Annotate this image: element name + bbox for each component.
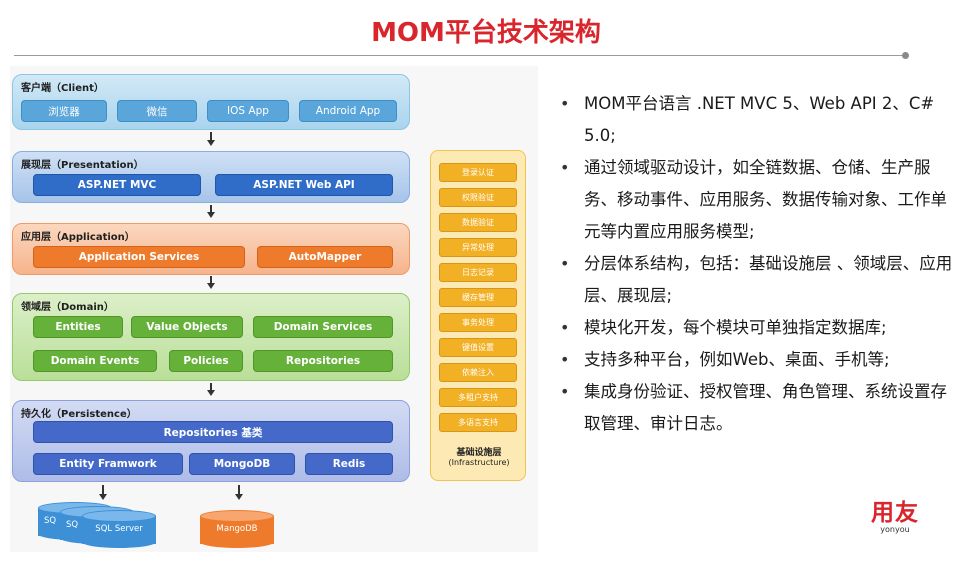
- entity-framework-box: Entity Framwork: [33, 453, 183, 475]
- persistence-layer-title: 持久化（Persistence）: [21, 409, 137, 420]
- arrow-application-to-domain: [207, 276, 215, 289]
- arrow-client-to-presentation: [207, 132, 215, 146]
- infrastructure-layer: 登录认证 权限验证 数据验证 异常处理 日志记录 缓存管理 事务处理 键值设置 …: [430, 150, 526, 481]
- automapper-box: AutoMapper: [257, 246, 393, 268]
- arrow-domain-to-persistence: [207, 383, 215, 396]
- application-layer: 应用层（Application） Application Services Au…: [12, 223, 410, 275]
- entities-box: Entities: [33, 316, 123, 338]
- infra-label-en: (Infrastructure): [448, 458, 510, 467]
- infra-login-auth-box: 登录认证: [439, 163, 517, 182]
- infra-settings-box: 键值设置: [439, 338, 517, 357]
- client-layer-title: 客户端（Client）: [21, 83, 104, 94]
- logo-main-text: 用友: [871, 500, 919, 526]
- infra-transaction-box: 事务处理: [439, 313, 517, 332]
- arrow-to-mangodb: [235, 485, 243, 500]
- architecture-diagram: 客户端（Client） 浏览器 微信 IOS App Android App 展…: [10, 66, 538, 552]
- client-layer: 客户端（Client） 浏览器 微信 IOS App Android App: [12, 74, 410, 130]
- feature-item: 模块化开发，每个模块可单独指定数据库;: [558, 312, 958, 344]
- domain-events-box: Domain Events: [33, 350, 157, 372]
- aspnet-mvc-box: ASP.NET MVC: [33, 174, 201, 196]
- presentation-layer: 展现层（Presentation） ASP.NET MVC ASP.NET We…: [12, 151, 410, 203]
- persistence-layer: 持久化（Persistence） Repositories 基类 Entity …: [12, 400, 410, 482]
- arrow-to-sql-server: [99, 485, 107, 500]
- aspnet-webapi-box: ASP.NET Web API: [215, 174, 393, 196]
- domain-services-box: Domain Services: [253, 316, 393, 338]
- sql-db-label-middle: SQ: [66, 520, 79, 530]
- value-objects-box: Value Objects: [131, 316, 243, 338]
- mangodb-label: MangoDB: [216, 524, 258, 534]
- infra-cache-box: 缓存管理: [439, 288, 517, 307]
- feature-item: MOM平台语言 .NET MVC 5、Web API 2、C# 5.0;: [558, 88, 958, 152]
- infra-permission-box: 权限验证: [439, 188, 517, 207]
- infra-data-validation-box: 数据验证: [439, 213, 517, 232]
- infra-label-cn: 基础设施层: [456, 448, 502, 458]
- application-services-box: Application Services: [33, 246, 245, 268]
- sql-server-label: SQL Server: [95, 524, 143, 534]
- infra-di-box: 依赖注入: [439, 363, 517, 382]
- application-layer-title: 应用层（Application）: [21, 232, 135, 243]
- repositories-base-box: Repositories 基类: [33, 421, 393, 443]
- title-divider-dot: [902, 52, 909, 59]
- yonyou-logo: 用友 yonyou: [860, 500, 930, 534]
- page-title: MOM平台技术架构: [371, 18, 601, 48]
- feature-item: 支持多种平台，例如Web、桌面、手机等;: [558, 344, 958, 376]
- repositories-box: Repositories: [253, 350, 393, 372]
- title-divider: [14, 55, 904, 56]
- domain-layer: 领域层（Domain） Entities Value Objects Domai…: [12, 293, 410, 381]
- arrow-presentation-to-application: [207, 205, 215, 218]
- policies-box: Policies: [169, 350, 243, 372]
- client-wechat-box: 微信: [117, 100, 197, 122]
- client-browser-box: 浏览器: [21, 100, 107, 122]
- feature-item: 通过领域驱动设计，如全链数据、仓储、生产服务、移动事件、应用服务、数据传输对象、…: [558, 152, 958, 248]
- sql-db-label-back: SQ: [44, 516, 57, 526]
- presentation-layer-title: 展现层（Presentation）: [21, 160, 144, 171]
- logo-sub-text: yonyou: [880, 525, 910, 534]
- client-android-box: Android App: [299, 100, 397, 122]
- domain-layer-title: 领域层（Domain）: [21, 302, 114, 313]
- infra-multilang-box: 多语言支持: [439, 413, 517, 432]
- feature-item: 集成身份验证、授权管理、角色管理、系统设置存取管理、审计日志。: [558, 376, 958, 440]
- mangodb-database-icon: MangoDB: [200, 510, 274, 548]
- infra-exception-box: 异常处理: [439, 238, 517, 257]
- infra-logging-box: 日志记录: [439, 263, 517, 282]
- feature-list: MOM平台语言 .NET MVC 5、Web API 2、C# 5.0; 通过领…: [558, 88, 958, 440]
- infra-multitenant-box: 多租户支持: [439, 388, 517, 407]
- redis-box: Redis: [305, 453, 393, 475]
- feature-item: 分层体系结构，包括：基础设施层 、领域层、应用层、展现层;: [558, 248, 958, 312]
- mongodb-box: MongoDB: [189, 453, 295, 475]
- client-ios-box: IOS App: [207, 100, 289, 122]
- sql-server-database-icon: SQL Server: [82, 510, 156, 548]
